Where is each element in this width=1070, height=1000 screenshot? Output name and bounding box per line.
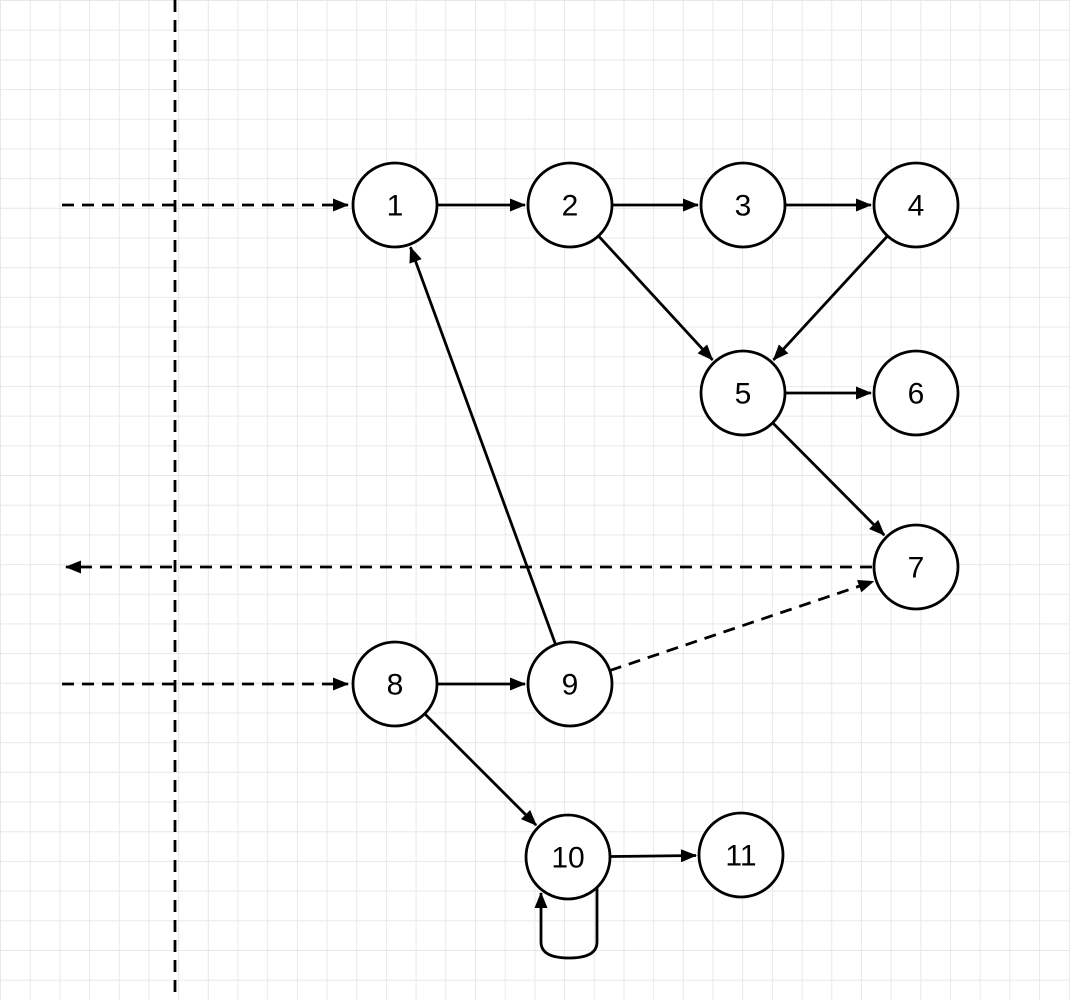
node-label: 8 <box>387 669 404 702</box>
node-6[interactable]: 6 <box>872 349 960 437</box>
node-shape[interactable] <box>351 640 439 728</box>
guides-layer <box>62 0 872 1000</box>
edge-2-5[interactable] <box>597 234 714 361</box>
edge-5-7[interactable] <box>771 421 886 537</box>
edge-9-7[interactable] <box>609 580 875 672</box>
node-shape[interactable] <box>699 161 787 249</box>
node-label: 2 <box>562 190 579 223</box>
node-label: 1 <box>387 190 404 223</box>
node-label: 10 <box>551 842 584 875</box>
node-4[interactable]: 4 <box>872 161 960 249</box>
nodes-layer: 1 2 3 4 5 6 7 8 9 10 11 <box>351 161 960 901</box>
node-label: 9 <box>562 669 579 702</box>
node-label: 5 <box>735 378 752 411</box>
edge-9-1[interactable] <box>409 246 557 646</box>
node-shape[interactable] <box>872 161 960 249</box>
node-7[interactable]: 7 <box>872 523 960 611</box>
node-shape[interactable] <box>699 349 787 437</box>
node-9[interactable]: 9 <box>526 640 614 728</box>
node-shape[interactable] <box>697 811 785 899</box>
node-shape[interactable] <box>872 349 960 437</box>
node-shape[interactable] <box>351 161 439 249</box>
edge-4-5[interactable] <box>772 234 889 361</box>
node-shape[interactable] <box>526 640 614 728</box>
node-8[interactable]: 8 <box>351 640 439 728</box>
edge-8-10[interactable] <box>423 712 538 827</box>
node-10[interactable]: 10 <box>524 813 612 901</box>
node-shape[interactable] <box>526 161 614 249</box>
node-2[interactable]: 2 <box>526 161 614 249</box>
node-label: 11 <box>725 840 756 873</box>
node-3[interactable]: 3 <box>699 161 787 249</box>
node-5[interactable]: 5 <box>699 349 787 437</box>
node-shape[interactable] <box>524 813 612 901</box>
edge-10-10-self-loop[interactable] <box>534 888 599 960</box>
edges-layer <box>409 198 889 960</box>
node-label: 6 <box>908 378 925 411</box>
node-shape[interactable] <box>872 523 960 611</box>
node-label: 4 <box>908 190 925 223</box>
node-1[interactable]: 1 <box>351 161 439 249</box>
node-11[interactable]: 11 <box>697 811 785 899</box>
node-label: 3 <box>735 190 752 223</box>
edge-10-11[interactable] <box>609 849 698 863</box>
node-label: 7 <box>908 552 925 585</box>
